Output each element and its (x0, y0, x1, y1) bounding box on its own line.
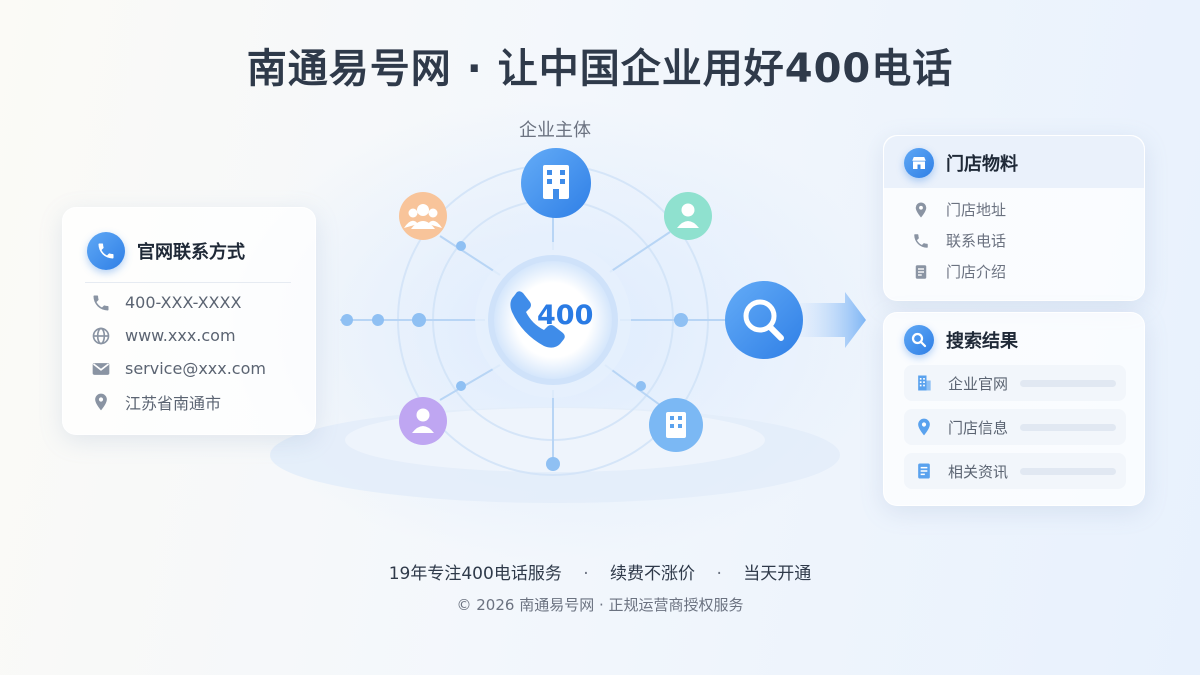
document-icon (918, 463, 930, 479)
result-label: 相关资讯 (948, 462, 1009, 481)
store-phone: 联系电话 (946, 232, 1007, 250)
feature-1: 19年专注400电话服务 (388, 564, 562, 584)
hub-400 (475, 242, 631, 398)
building-node-top (521, 148, 591, 218)
location-pin-icon (95, 393, 107, 410)
store-address-row: 门店地址 (912, 194, 1006, 225)
store-list: 门店地址 联系电话 门店介绍 (912, 194, 1006, 287)
mail-icon (92, 362, 110, 375)
globe-icon (92, 327, 110, 344)
contact-email-row: service@xxx.com (91, 352, 266, 385)
node-dots (341, 241, 688, 471)
contact-email: service@xxx.com (125, 359, 266, 378)
placeholder-bar (1020, 380, 1116, 387)
feature-2: 续费不涨价 (610, 564, 696, 584)
person-node-purple (399, 397, 447, 445)
placeholder-bar (1020, 468, 1116, 475)
phone-icon (93, 295, 109, 310)
search-node (725, 281, 803, 359)
store-card-title: 门店物料 (946, 154, 1018, 175)
contact-website-row: www.xxx.com (91, 319, 266, 352)
contact-address: 江苏省南通市 (125, 393, 222, 413)
store-phone-row: 联系电话 (912, 225, 1006, 256)
feature-line: 19年专注400电话服务 · 续费不涨价 · 当天开通 (0, 559, 1200, 584)
results-list: 企业官网 门店信息 相关资讯 (904, 365, 1126, 497)
divider (85, 282, 291, 283)
hub-400-label: 400 (537, 300, 594, 331)
contact-address-row: 江苏省南通市 (91, 385, 266, 418)
contact-card: 官网联系方式 400-XXX-XXXX www.xxx.com service@… (62, 207, 316, 435)
team-node (399, 192, 447, 240)
store-icon (904, 148, 934, 178)
contact-phone-row: 400-XXX-XXXX (91, 286, 266, 319)
store-address: 门店地址 (946, 201, 1007, 219)
document-icon (915, 264, 927, 279)
separator: · (716, 564, 722, 584)
store-intro: 门店介绍 (946, 263, 1007, 281)
phone-icon (914, 233, 928, 248)
building-node-small (649, 398, 703, 452)
contact-card-header: 官网联系方式 (87, 232, 245, 270)
result-item[interactable]: 门店信息 (904, 409, 1126, 445)
hub-phone-icon (510, 291, 565, 348)
result-label: 门店信息 (948, 418, 1009, 437)
contact-card-title: 官网联系方式 (137, 242, 245, 263)
separator: · (583, 564, 589, 584)
contact-phone: 400-XXX-XXXX (125, 293, 242, 312)
hub-top-label: 企业主体 (519, 120, 591, 141)
location-pin-icon (915, 202, 927, 217)
building-icon (918, 375, 931, 391)
person-node-teal (664, 192, 712, 240)
contact-list: 400-XXX-XXXX www.xxx.com service@xxx.com… (91, 286, 266, 418)
search-results-card: 搜索结果 企业官网 门店信息 相关资讯 (883, 312, 1145, 506)
page-title: 南通易号网 · 让中国企业用好400电话 (246, 46, 954, 92)
results-card-title: 搜索结果 (946, 331, 1018, 352)
copyright: © 2026 南通易号网 · 正规运营商授权服务 (456, 596, 744, 614)
result-label: 企业官网 (948, 374, 1009, 393)
result-item[interactable]: 相关资讯 (904, 453, 1126, 489)
results-card-header: 搜索结果 (904, 325, 1018, 355)
location-pin-icon (918, 418, 930, 436)
placeholder-bar (1020, 424, 1116, 431)
search-icon (904, 325, 934, 355)
contact-website: www.xxx.com (125, 326, 236, 345)
feature-3: 当天开通 (743, 564, 812, 584)
store-card-header: 门店物料 (904, 148, 1018, 178)
store-materials-card: 门店物料 门店地址 联系电话 门店介绍 (883, 135, 1145, 301)
store-intro-row: 门店介绍 (912, 256, 1006, 287)
phone-icon (87, 232, 125, 270)
result-item[interactable]: 企业官网 (904, 365, 1126, 401)
flow-arrow (800, 292, 866, 348)
